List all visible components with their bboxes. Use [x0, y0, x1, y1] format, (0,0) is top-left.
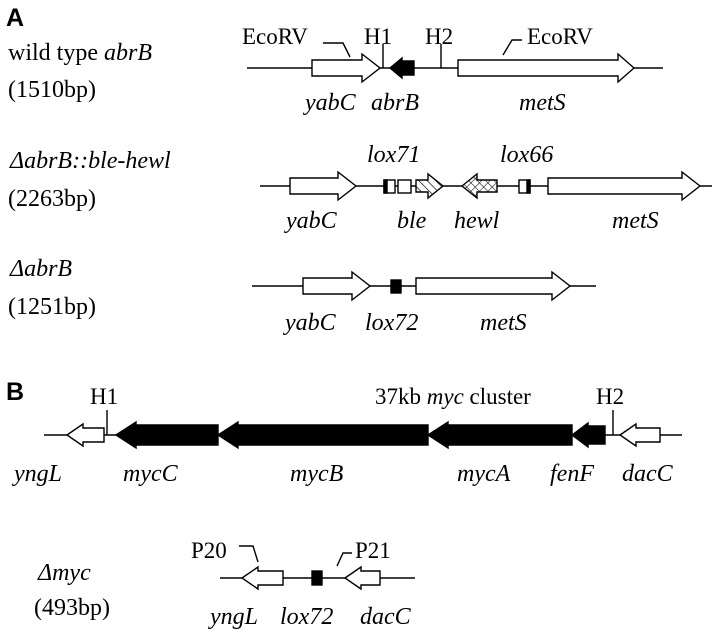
yabc-label: yabC — [283, 310, 337, 336]
myca-gene-arrow — [426, 420, 573, 450]
abrb-ble-hewl-map — [260, 170, 712, 202]
h2-site-label: H2 — [596, 384, 624, 409]
wild-type-name: wild type abrB — [8, 40, 152, 66]
h2-site-label: H2 — [425, 24, 453, 49]
mycb-gene-arrow — [216, 420, 429, 450]
lox72-label: lox72 — [365, 310, 418, 336]
myc-deleted-map — [220, 545, 415, 591]
lox71-label: lox71 — [367, 142, 420, 168]
lox66-site-mark — [526, 179, 531, 194]
abrb-gene-arrow — [388, 56, 415, 80]
yngl-gene-arrow — [65, 422, 105, 448]
fenf-gene-arrow — [570, 421, 606, 449]
ecorv-left-leader — [323, 42, 351, 58]
lox72-label: lox72 — [280, 604, 333, 630]
mets-gene-arrow — [547, 170, 702, 202]
wild-type-size: (1510bp) — [8, 77, 96, 103]
yabc-gene-arrow — [289, 170, 358, 202]
dacc-gene-arrow — [343, 565, 381, 591]
hewl-gene-arrow — [460, 172, 498, 200]
lox71-site-box-outer — [397, 179, 412, 194]
lox66-label: lox66 — [500, 142, 553, 168]
myc-cluster-title: 37kb myc cluster — [375, 384, 531, 409]
dacc-label: dacC — [622, 461, 674, 487]
lox72-site-mark — [390, 279, 402, 294]
p21-leader — [336, 552, 352, 567]
mycc-gene-arrow — [114, 420, 219, 450]
myc-cluster-title-plain-2: cluster — [464, 384, 531, 409]
abrb-ble-hewl-size: (2263bp) — [8, 186, 96, 212]
myc-cluster-title-italic: myc — [427, 384, 464, 409]
p20-site-label: P20 — [191, 538, 227, 563]
fenf-label: fenF — [550, 461, 594, 487]
wild-type-name-italic: abrB — [104, 40, 152, 66]
mycb-label: mycB — [290, 461, 344, 487]
mets-label: metS — [612, 208, 659, 234]
ecorv-right-label: EcoRV — [527, 24, 593, 49]
myc-cluster-title-plain-1: 37kb — [375, 384, 427, 409]
mets-gene-arrow — [415, 270, 572, 302]
myc-deleted-name: Δmyc — [37, 560, 91, 586]
wild-type-name-plain: wild type — [8, 40, 104, 66]
ecorv-right-leader — [502, 39, 522, 56]
yabc-gene-arrow — [311, 52, 382, 84]
p21-site-label: P21 — [355, 538, 391, 563]
dacc-gene-arrow — [618, 422, 661, 448]
mets-label: metS — [519, 90, 566, 116]
myc-deleted-name-italic: Δmyc — [37, 560, 91, 586]
yabc-label: yabC — [284, 208, 338, 234]
abrb-deleted-name: ΔabrB — [9, 256, 72, 282]
myc-deleted-size: (493bp) — [34, 595, 110, 621]
ble-gene-arrow — [415, 172, 445, 200]
panel-label-b: B — [6, 378, 24, 406]
ecorv-left-label: EcoRV — [242, 24, 308, 49]
mets-label: metS — [480, 310, 527, 336]
myc-cluster-map — [44, 410, 682, 450]
yabc-gene-arrow — [302, 270, 372, 302]
abrb-label: abrB — [371, 90, 419, 116]
ble-label: ble — [397, 208, 427, 234]
yngl-label: yngL — [12, 461, 62, 487]
abrb-ble-hewl-name-italic: ΔabrB::ble-hewl — [9, 148, 171, 174]
hewl-label: hewl — [454, 208, 500, 234]
wild-type-map — [247, 39, 663, 84]
abrb-deleted-name-italic: ΔabrB — [9, 256, 72, 282]
yngl-label: yngL — [208, 604, 258, 630]
lox71-site-mark — [383, 179, 388, 194]
lox72-site-mark — [311, 570, 323, 586]
panel-label-a: A — [6, 4, 24, 32]
abrb-deleted-map — [252, 270, 596, 302]
mets-gene-arrow — [457, 52, 636, 84]
abrb-ble-hewl-name: ΔabrB::ble-hewl — [9, 148, 171, 174]
yabc-label: yabC — [303, 90, 357, 116]
h1-site-label: H1 — [364, 24, 392, 49]
mycc-label: mycC — [123, 461, 179, 487]
abrb-deleted-size: (1251bp) — [8, 294, 96, 320]
dacc-label: dacC — [360, 604, 412, 630]
h1-site-label: H1 — [90, 384, 118, 409]
yngl-gene-arrow — [240, 565, 284, 591]
p20-leader — [239, 545, 259, 563]
myca-label: mycA — [457, 461, 511, 487]
